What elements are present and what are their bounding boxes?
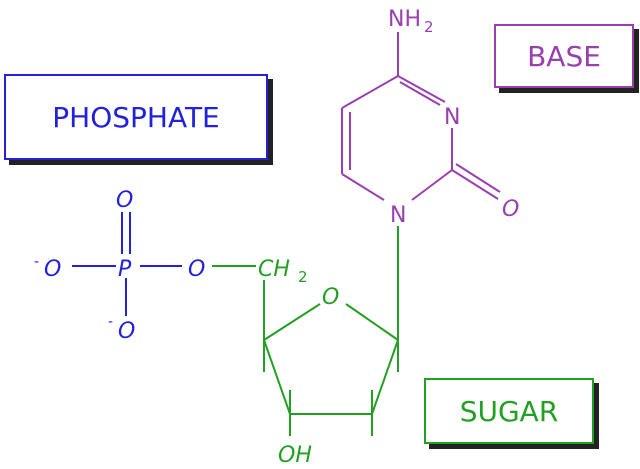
- phosphate-label-box: PHOSPHATE: [4, 74, 268, 160]
- ring-o-atom: O: [322, 285, 339, 310]
- ring-bond-c4-o: [263, 303, 321, 341]
- carbonyl-bond-b: [455, 163, 501, 193]
- sugar-structure: [212, 226, 399, 436]
- phosphate-o-left: O: [44, 257, 61, 282]
- ring-bond-c5-c4: [341, 75, 399, 109]
- ring-n-lower-atom: N: [390, 203, 406, 228]
- ch2-c-atom: CH: [258, 257, 290, 282]
- ester-o-atom: O: [188, 257, 205, 282]
- ring-double-bond-c4-n3: [399, 81, 441, 106]
- hydroxyl-oh: OH: [278, 443, 312, 468]
- ring-bond-c2-c1: [371, 339, 399, 415]
- ring-bond-c4-c3: [263, 339, 291, 415]
- phosphate-o-top: O: [116, 188, 133, 213]
- phosphate-structure: [72, 212, 182, 316]
- phosphate-o-bottom-charge: -: [108, 314, 113, 330]
- ring-n-upper-atom: N: [444, 105, 460, 130]
- base-structure: [341, 32, 501, 201]
- base-label: BASE: [527, 39, 601, 73]
- phosphate-label: PHOSPHATE: [52, 100, 220, 134]
- ch2-subscript: 2: [298, 268, 308, 286]
- ring-bond-c2-n1: [411, 169, 453, 201]
- base-label-box: BASE: [494, 24, 634, 88]
- sugar-label: SUGAR: [459, 394, 559, 428]
- ring-bond-n1-c6: [341, 173, 385, 201]
- amino-n-atom: NH: [388, 7, 421, 32]
- ring-bond-c4-n3: [397, 75, 446, 103]
- carbonyl-o-atom: O: [502, 197, 519, 222]
- ring-bond-o-c1: [345, 303, 399, 341]
- phosphate-p-atom: P: [118, 257, 132, 282]
- carbonyl-bond-a: [451, 169, 499, 200]
- phosphate-o-left-charge: -: [34, 254, 39, 270]
- sugar-label-box: SUGAR: [424, 378, 594, 444]
- amino-subscript: 2: [424, 18, 434, 36]
- phosphate-o-bottom: O: [118, 319, 135, 344]
